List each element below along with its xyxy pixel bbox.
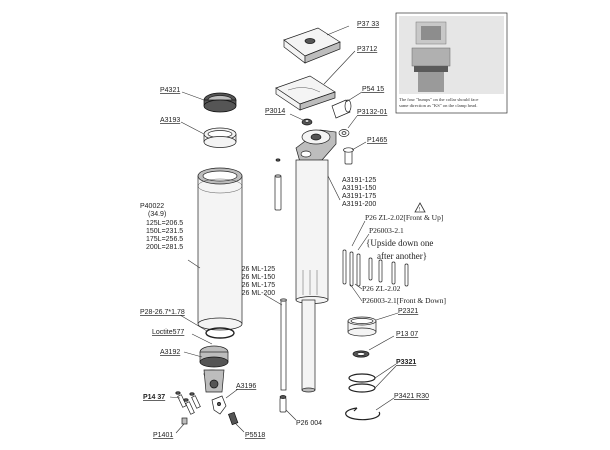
label-p1307: P13 07 <box>396 331 418 338</box>
clamp-top-plate <box>283 27 341 64</box>
part-p5518 <box>228 411 239 426</box>
warning-triangle-icon: ! <box>414 202 426 213</box>
label-p5518: P5518 <box>245 432 265 439</box>
label-p26004: P26 004 <box>296 420 322 427</box>
bushing-p2321 <box>347 316 377 337</box>
label-p26003-front-down: P26003-2.1[Front & Down] <box>362 296 446 305</box>
label-p1465: P1465 <box>367 137 387 144</box>
label-p3132: P3132-01 <box>357 109 387 116</box>
label-a3192: A3192 <box>160 349 180 356</box>
label-p28: P28-26.7*1.78 <box>140 309 185 316</box>
label-loctite: Loctite577 <box>152 329 184 336</box>
label-p26ml-150: P26 ML-150 <box>237 274 275 281</box>
label-a3191-200: A3191-200 <box>342 201 376 208</box>
pin-p1401 <box>181 417 188 425</box>
part-p3014 <box>301 118 313 126</box>
head-casting-a3191 <box>295 129 337 163</box>
snap-ring-p3421 <box>345 407 381 421</box>
label-upside-line1: {Upside down one <box>366 238 433 248</box>
label-len-175: 175L=256.5 <box>146 236 183 243</box>
label-p5415: P54 15 <box>362 86 384 93</box>
label-p3014: P3014 <box>265 108 285 115</box>
label-p26003-2-1: P26003-2.1 <box>369 226 404 235</box>
label-p3321: P3321 <box>396 359 416 366</box>
label-a3191-175: A3191-175 <box>342 193 376 200</box>
label-p4321: P4321 <box>160 87 180 94</box>
label-a3193: A3193 <box>160 117 180 124</box>
bolt-p5415 <box>331 99 352 119</box>
label-p26ml-200: P26 ML-200 <box>237 290 275 297</box>
bolt-p1465 <box>343 147 354 165</box>
svg-text:!: ! <box>419 207 421 213</box>
label-dim-349: (34.9) <box>148 211 166 218</box>
label-p40022: P40022 <box>140 203 164 210</box>
washer-p3132 <box>338 129 350 137</box>
clip-a3196 <box>211 395 227 415</box>
small-rod <box>274 158 282 211</box>
label-p3712: P3712 <box>357 46 377 53</box>
label-upside-line2: after another} <box>377 251 427 261</box>
label-p26ml-125: P26 ML-125 <box>237 266 275 273</box>
label-p3733: P37 33 <box>357 21 379 28</box>
label-p26-zl-front-up: P26 ZL-2.02[Front & Up] <box>365 213 443 222</box>
washer-p1307 <box>352 350 370 358</box>
label-len-125: 125L=206.5 <box>146 220 183 227</box>
key-strips <box>342 249 409 287</box>
outer-tube-p40022 <box>197 167 243 331</box>
long-rod-p26ml <box>280 298 287 391</box>
label-p1437: P14 37 <box>143 394 165 401</box>
collar-a3193 <box>203 127 237 148</box>
label-len-200: 200L=281.5 <box>146 244 183 251</box>
label-p26-zl-202: P26 ZL-2.02 <box>362 284 401 293</box>
screws-p1437 <box>175 391 201 415</box>
label-len-150: 150L=231.5 <box>146 228 183 235</box>
note-line-1: The four "bumps" on the collar should fa… <box>399 97 478 102</box>
label-a3191-125: A3191-125 <box>342 177 376 184</box>
clamp-bottom-plate <box>275 75 336 111</box>
label-a3196: A3196 <box>236 383 256 390</box>
inner-stanchion <box>295 159 329 393</box>
inset-note: The four "bumps" on the collar should fa… <box>395 12 508 114</box>
label-p1401: P1401 <box>153 432 173 439</box>
note-line-2: same direction as "KS" on the clamp head… <box>399 103 478 108</box>
label-p3421: P3421 R30 <box>394 393 429 400</box>
actuator-a3192 <box>199 345 229 393</box>
seal-p4321 <box>203 92 237 113</box>
label-p26ml-175: P26 ML-175 <box>237 282 275 289</box>
rings-p3321 <box>348 373 376 393</box>
oring-p28 <box>205 327 235 339</box>
label-p2321: P2321 <box>398 308 418 315</box>
pin-p26004 <box>279 395 287 413</box>
label-a3191-150: A3191-150 <box>342 185 376 192</box>
